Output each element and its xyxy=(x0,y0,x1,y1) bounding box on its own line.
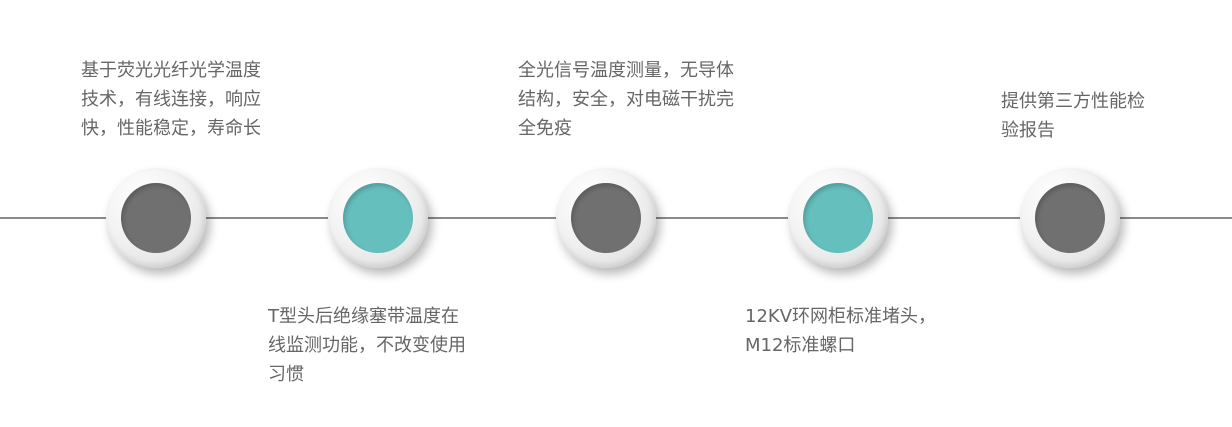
step-5-dot xyxy=(1035,183,1105,253)
step-5-description: 提供第三方性能检 验报告 xyxy=(1001,91,1145,141)
step-4-description: 12KV环网柜标准堵头， M12标准螺口 xyxy=(745,306,937,356)
step-4-node xyxy=(788,168,888,268)
step-2-node xyxy=(328,168,428,268)
step-2-description: T型头后绝缘塞带温度在 线监测功能，不改变使用 习惯 xyxy=(268,306,466,385)
step-5-node xyxy=(1020,168,1120,268)
step-1-node xyxy=(106,168,206,268)
step-4-dot xyxy=(803,183,873,253)
step-3-description: 全光信号温度测量，无导体 结构，安全，对电磁干扰完 全免疫 xyxy=(518,60,734,139)
step-1-dot xyxy=(121,183,191,253)
step-3-dot xyxy=(571,183,641,253)
step-1-description: 基于荧光光纤光学温度 技术，有线连接，响应 快，性能稳定，寿命长 xyxy=(81,60,261,139)
step-2-dot xyxy=(343,183,413,253)
step-3-node xyxy=(556,168,656,268)
